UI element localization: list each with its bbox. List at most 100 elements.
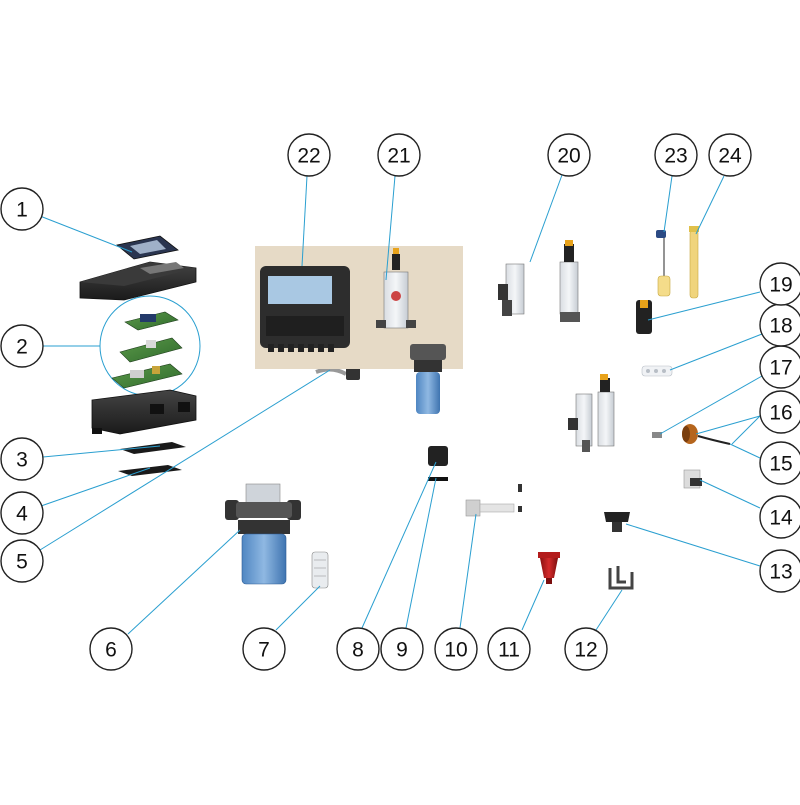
callout-number: 13: [769, 561, 792, 584]
ph-probe: [656, 230, 671, 297]
callout-number: 10: [444, 639, 467, 662]
callout-number: 14: [769, 507, 793, 530]
leader-line-7: [275, 585, 321, 631]
callout-11: 11: [487, 627, 531, 671]
filter-cap: [428, 446, 448, 466]
front-cover-gasket: [116, 235, 179, 260]
callout-7: 7: [242, 627, 286, 671]
callout-circle: [654, 133, 698, 177]
orp-probe: [689, 226, 699, 299]
o-ring: [428, 477, 448, 481]
controller-rear-housing: [91, 389, 197, 435]
callout-circle: [377, 133, 421, 177]
callout-5: 5: [0, 539, 44, 583]
callout-circle: [89, 627, 133, 671]
callout-14: 14: [759, 495, 800, 539]
callout-circle: [242, 627, 286, 671]
callout-number: 20: [557, 145, 580, 168]
leader-line-22: [301, 175, 308, 267]
leader-line-9: [405, 477, 437, 629]
callout-circle: [336, 627, 380, 671]
callout-circle: [287, 133, 331, 177]
callout-number: 12: [574, 639, 597, 662]
leader-line-15: [729, 443, 761, 459]
callout-circle: [759, 495, 800, 539]
callout-number: 5: [16, 551, 28, 574]
callout-circle: [0, 187, 44, 231]
flow-switch: [683, 469, 702, 489]
leader-line-24: [695, 175, 725, 235]
callout-24: 24: [708, 133, 752, 177]
callout-circle: [759, 441, 800, 485]
callout-number: 7: [258, 639, 270, 662]
callout-number: 17: [769, 357, 792, 380]
suction-foot-valve: [604, 512, 630, 532]
callout-23: 23: [654, 133, 698, 177]
filter-housing: [225, 483, 301, 585]
leader-line-16: [731, 415, 761, 445]
sensor-cable: [697, 435, 731, 445]
rear-gasket-lower: [118, 465, 182, 476]
callout-number: 8: [352, 639, 364, 662]
leader-lines: [39, 174, 763, 635]
leader-line-16: [695, 415, 761, 435]
callout-4: 4: [0, 491, 44, 535]
clips-connectors: [641, 365, 673, 377]
callout-circle: [759, 390, 800, 434]
callout-circle: [0, 539, 44, 583]
probe-holder-assembly: [498, 240, 580, 322]
leader-line-20: [529, 174, 563, 263]
callout-number: 2: [16, 336, 28, 359]
callout-circle: [0, 324, 44, 368]
electrode: [636, 300, 652, 334]
callout-number: 22: [297, 145, 320, 168]
callout-16: 16: [759, 390, 800, 434]
leader-line-17: [659, 375, 763, 435]
callout-18: 18: [759, 303, 800, 347]
injection-valve: [465, 484, 522, 517]
callout-circle: [434, 627, 478, 671]
callout-number: 21: [387, 145, 410, 168]
callout-1: 1: [0, 187, 44, 231]
callout-number: 15: [769, 453, 792, 476]
controller-front-housing: [79, 261, 197, 301]
callout-13: 13: [759, 549, 800, 593]
leader-line-3: [42, 445, 161, 458]
filter-housing: [410, 344, 446, 414]
electrode-cap: [652, 432, 662, 438]
leader-line-1: [39, 215, 133, 253]
leader-line-4: [40, 467, 151, 507]
leader-line-18: [669, 333, 763, 371]
callout-circle: [0, 491, 44, 535]
callout-number: 19: [769, 274, 792, 297]
rear-gasket-upper: [120, 442, 186, 454]
filter-cartridge: [311, 551, 329, 589]
callout-number: 24: [718, 145, 742, 168]
callout-21: 21: [377, 133, 421, 177]
callout-number: 3: [16, 449, 28, 472]
leader-line-13: [625, 523, 761, 567]
callout-circle: [380, 627, 424, 671]
callout-number: 4: [16, 503, 28, 526]
ceramic-weight: [538, 552, 560, 584]
callout-circle: [0, 437, 44, 481]
callout-15: 15: [759, 441, 800, 485]
callout-circle: [759, 549, 800, 593]
callout-circle: [487, 627, 531, 671]
bracket: [608, 566, 634, 590]
leader-line-23: [663, 175, 673, 233]
callout-17: 17: [759, 345, 800, 389]
callout-circle: [564, 627, 608, 671]
callout-20: 20: [547, 133, 591, 177]
callout-circle: [759, 262, 800, 306]
callout-22: 22: [287, 133, 331, 177]
leader-line-5: [39, 369, 331, 551]
leader-line-14: [699, 479, 761, 509]
probe-holder-panel: [376, 248, 416, 329]
leader-line-8: [361, 461, 437, 629]
callout-number: 16: [769, 402, 792, 425]
parts-layer: [79, 226, 731, 590]
